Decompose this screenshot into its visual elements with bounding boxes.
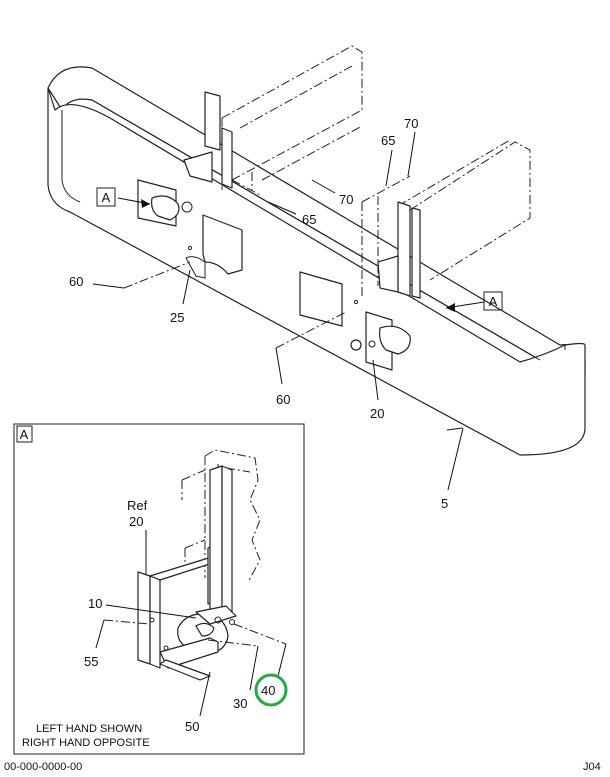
frame-rails-reference — [221, 45, 531, 298]
label-70-top: 70 — [404, 116, 418, 131]
detail-a-panel: A — [13, 423, 305, 755]
label-ref-20: 20 — [129, 514, 143, 529]
label-50: 50 — [185, 719, 199, 734]
footer-code: J04 — [583, 761, 601, 773]
label-25: 25 — [170, 310, 184, 325]
highlight-circle-40 — [254, 673, 288, 707]
label-65-top: 65 — [381, 133, 395, 148]
label-30: 30 — [233, 696, 247, 711]
label-20: 20 — [370, 406, 384, 421]
label-70-mid: 70 — [339, 192, 353, 207]
callout-box-a-left — [96, 187, 116, 207]
note-left-hand: LEFT HAND SHOWN — [36, 723, 142, 735]
footer-part-number: 00-000-0000-00 — [4, 761, 82, 773]
leader-lines — [92, 131, 485, 491]
callout-box-a-right — [483, 291, 503, 311]
detail-a-label: A — [20, 427, 29, 442]
label-5: 5 — [441, 496, 448, 511]
label-55: 55 — [84, 654, 98, 669]
label-60-left: 60 — [69, 274, 83, 289]
label-10: 10 — [88, 596, 102, 611]
label-65-mid: 65 — [302, 212, 316, 227]
label-ref: Ref — [127, 498, 148, 513]
mounting-brackets — [183, 91, 421, 299]
label-60-center: 60 — [276, 392, 290, 407]
callout-a-left: A — [102, 190, 111, 205]
label-40: 40 — [261, 683, 275, 698]
callout-a-right: A — [489, 294, 498, 309]
bumper-assembly — [47, 66, 586, 456]
note-right-hand: RIGHT HAND OPPOSITE — [22, 737, 150, 749]
